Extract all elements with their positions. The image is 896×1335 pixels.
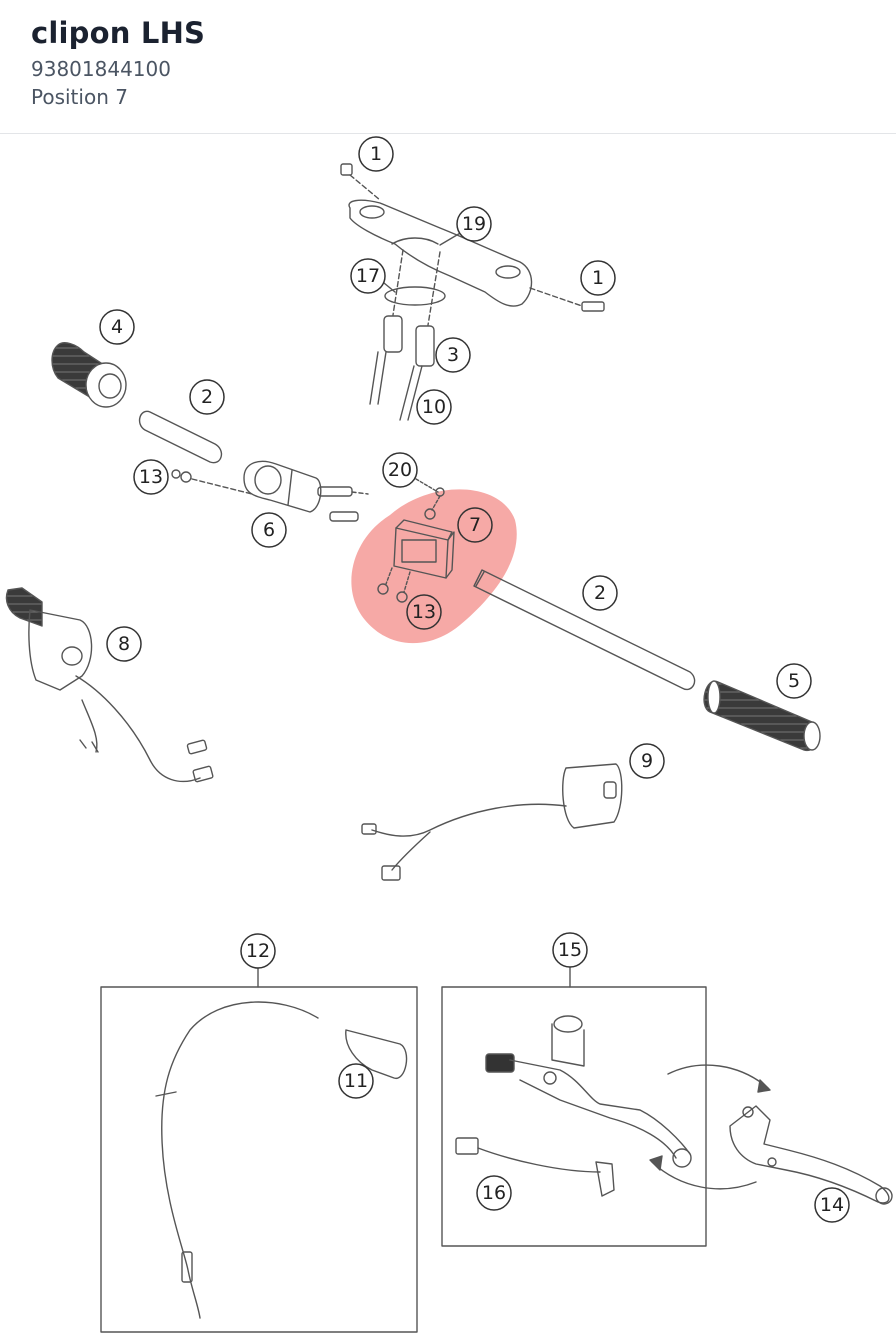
exploded-parts-diagram: 1 19 17 1 4 3 2 10 13 20 6 7 13 2 8 5 9 … — [5, 136, 893, 1333]
gasket — [384, 286, 446, 306]
callout-label: 6 — [263, 519, 275, 541]
top-yoke — [348, 199, 533, 307]
handlebar-clamp-6 — [243, 460, 369, 522]
callout-label: 20 — [388, 459, 412, 481]
left-grip-4 — [51, 342, 127, 408]
callout-circle — [358, 136, 394, 172]
callout-circle — [776, 663, 812, 699]
callout-label: 19 — [462, 213, 486, 235]
bracket-7 — [377, 487, 455, 603]
rotation-arrows — [649, 1064, 771, 1190]
callout-label: 5 — [788, 670, 800, 692]
callout-circle — [476, 1175, 512, 1211]
callout-circle — [382, 452, 418, 488]
callout-label: 2 — [201, 386, 213, 408]
callout-circle — [582, 575, 618, 611]
cable-kit-box-12 — [100, 986, 418, 1333]
right-switch-9 — [361, 763, 623, 881]
cable-boot-11 — [345, 1029, 408, 1079]
callout-label: 17 — [356, 265, 380, 287]
callout-circle — [240, 933, 276, 969]
studs — [369, 249, 441, 421]
callout-circle — [416, 389, 452, 425]
callout-circle — [457, 507, 493, 543]
callout-label: 12 — [246, 940, 270, 962]
part-position: Position 7 — [31, 85, 128, 109]
callout-label: 15 — [558, 939, 582, 961]
part-header: clipon LHS 93801844100 Position 7 — [0, 0, 896, 134]
callout-label: 16 — [482, 1182, 506, 1204]
bolt-top-right — [529, 287, 605, 312]
left-switch-8 — [5, 587, 214, 783]
callout-label: 1 — [370, 143, 382, 165]
highlight-position-7 — [351, 489, 517, 644]
lever-switch-16 — [455, 1137, 615, 1197]
callout-label: 4 — [111, 316, 123, 338]
callout-circle — [99, 309, 135, 345]
part-number: 93801844100 — [31, 57, 171, 81]
clip-tube-main — [473, 569, 696, 691]
callout-circle — [350, 258, 386, 294]
callout-circle — [814, 1187, 850, 1223]
callout-circle — [133, 459, 169, 495]
callout-label: 11 — [344, 1070, 368, 1092]
callout-circle — [552, 932, 588, 968]
callout-circle — [435, 337, 471, 373]
callout-circle — [106, 626, 142, 662]
callout-label: 1 — [592, 267, 604, 289]
callout-circle — [456, 206, 492, 242]
clutch-master-lever — [485, 1015, 692, 1168]
right-grip-5 — [703, 680, 821, 751]
callout-label: 3 — [447, 344, 459, 366]
callout-circle — [406, 594, 442, 630]
callout-label: 13 — [139, 466, 163, 488]
callout-circle — [338, 1063, 374, 1099]
callout-circle — [189, 379, 225, 415]
callout-label: 8 — [118, 633, 130, 655]
callout-circle — [629, 743, 665, 779]
bolt-top-left — [340, 163, 381, 201]
callout-label-highlighted: 7 — [469, 514, 481, 536]
clutch-cable — [155, 1001, 319, 1319]
callout-label: 10 — [422, 396, 446, 418]
lever-blade-14 — [729, 1105, 893, 1205]
clip-tube-upper — [138, 410, 223, 464]
callout-label-highlighted: 13 — [412, 601, 436, 623]
callout-label: 2 — [594, 582, 606, 604]
callout-label: 9 — [641, 750, 653, 772]
part-title: clipon LHS — [31, 16, 206, 50]
lever-kit-box-15 — [441, 986, 707, 1247]
callout-label: 14 — [820, 1194, 844, 1216]
callout-circle — [580, 260, 616, 296]
callout-circle — [251, 512, 287, 548]
clamp-bolt — [171, 469, 253, 495]
